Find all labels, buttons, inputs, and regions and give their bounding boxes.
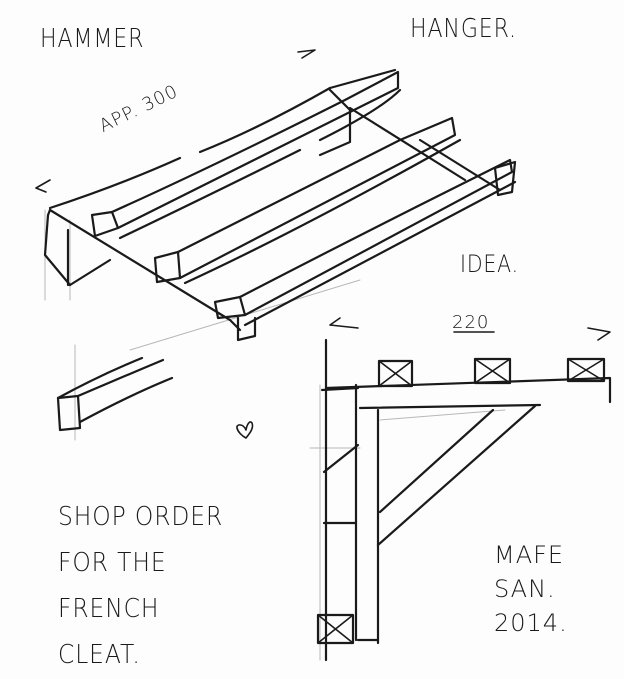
dimension-side: 220 [452, 312, 490, 333]
cleat-section-1 [377, 359, 414, 388]
arrow-left [329, 317, 359, 329]
cleat-section-wall [316, 613, 355, 645]
french-cleat-drawing [316, 317, 612, 662]
note-line: SHOP ORDER [58, 502, 224, 532]
cleat-beam-drawing [56, 356, 174, 432]
note-line: FOR THE [58, 548, 167, 578]
signature-line: SAN. [494, 575, 556, 603]
idea-label: IDEA. [460, 250, 519, 278]
signature-block: MAFE SAN. 2014. [494, 538, 568, 640]
title-right: HANGER. [410, 14, 517, 44]
note-line: FRENCH [58, 594, 160, 624]
hanger-rack-drawing [35, 49, 517, 342]
signature-line: MAFE [494, 541, 565, 569]
signature-line: 2014. [494, 609, 568, 637]
heart-doodle-icon [236, 421, 254, 439]
note-line: CLEAT. [58, 640, 141, 670]
cleat-section-3 [566, 357, 606, 383]
notes-block: SHOP ORDER FOR THE FRENCH CLEAT. [58, 494, 223, 678]
arrow-right [587, 327, 611, 341]
arrow-left [35, 179, 51, 193]
title-left: HAMMER [40, 24, 145, 54]
cleat-section-2 [473, 357, 512, 385]
